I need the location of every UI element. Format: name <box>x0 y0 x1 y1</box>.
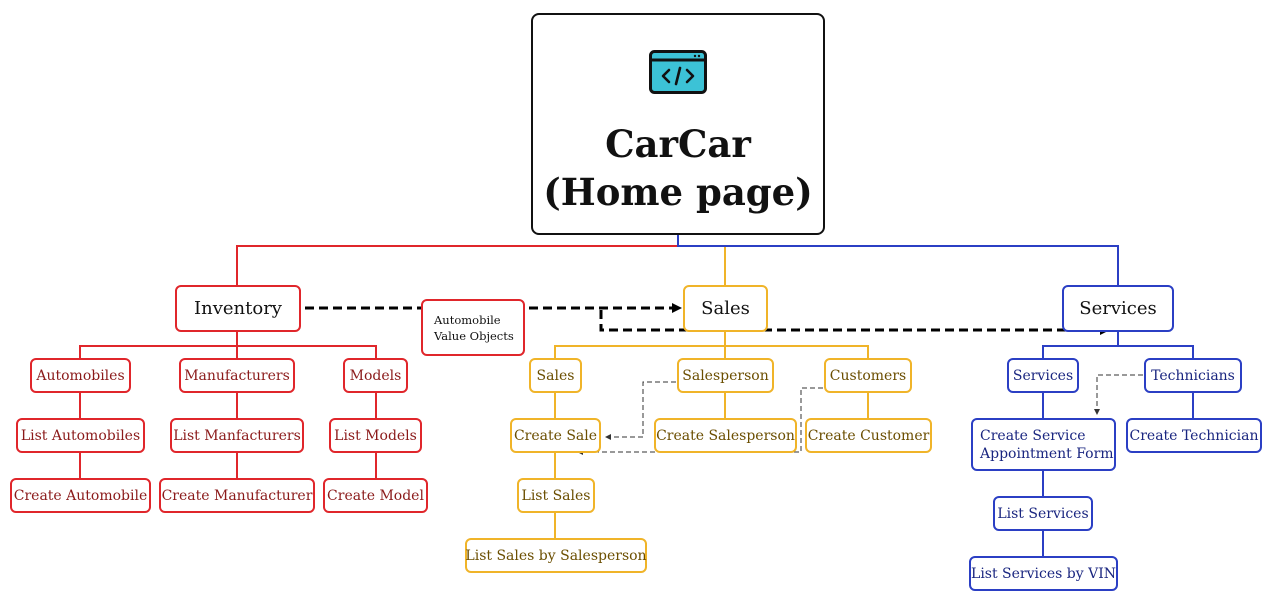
code-window-icon <box>649 50 707 94</box>
services-node[interactable]: Services <box>1062 285 1174 332</box>
customers-node[interactable]: Customers <box>824 358 912 393</box>
create-salesperson-node[interactable]: Create Salesperson <box>654 418 797 453</box>
create-technician-node[interactable]: Create Technician <box>1126 418 1262 453</box>
note-line2: Value Objects <box>434 328 514 343</box>
dashed-arrow-to-services <box>599 310 1110 335</box>
create-model-node[interactable]: Create Model <box>323 478 428 513</box>
create-customer-node[interactable]: Create Customer <box>805 418 932 453</box>
sales-sub-node[interactable]: Sales <box>529 358 582 393</box>
list-automobiles-node[interactable]: List Automobiles <box>16 418 145 453</box>
inventory-node[interactable]: Inventory <box>175 285 301 332</box>
create-service-appointment-form-node[interactable]: Create Service Appointment Form <box>971 418 1116 471</box>
home-title: CarCar (Home page) <box>543 120 812 216</box>
sales-node[interactable]: Sales <box>683 285 768 332</box>
create-automobile-node[interactable]: Create Automobile <box>10 478 151 513</box>
models-node[interactable]: Models <box>343 358 408 393</box>
list-services-by-vin-node[interactable]: List Services by VIN <box>969 556 1118 591</box>
automobile-value-objects-note: Automobile Value Objects <box>421 299 525 356</box>
list-manufacturers-node[interactable]: List Manfacturers <box>170 418 304 453</box>
technicians-node[interactable]: Technicians <box>1144 358 1242 393</box>
connector-root-inventory <box>236 235 679 285</box>
home-title-line1: CarCar <box>605 122 751 166</box>
note-line1: Automobile <box>434 312 501 327</box>
list-services-node[interactable]: List Services <box>993 496 1093 531</box>
services-sub-node[interactable]: Services <box>1007 358 1079 393</box>
manufacturers-node[interactable]: Manufacturers <box>179 358 295 393</box>
list-sales-node[interactable]: List Sales <box>517 478 595 513</box>
home-title-line2: (Home page) <box>543 170 813 214</box>
list-sales-by-salesperson-node[interactable]: List Sales by Salesperson <box>465 538 647 573</box>
connector-root-services <box>677 235 1119 285</box>
connector-root-sales <box>678 245 726 285</box>
create-sale-node[interactable]: Create Sale <box>510 418 601 453</box>
home-page-node: CarCar (Home page) <box>531 13 825 235</box>
automobiles-node[interactable]: Automobiles <box>30 358 131 393</box>
create-manufacturer-node[interactable]: Create Manufacturer <box>159 478 315 513</box>
list-models-node[interactable]: List Models <box>329 418 422 453</box>
salesperson-node[interactable]: Salesperson <box>677 358 774 393</box>
